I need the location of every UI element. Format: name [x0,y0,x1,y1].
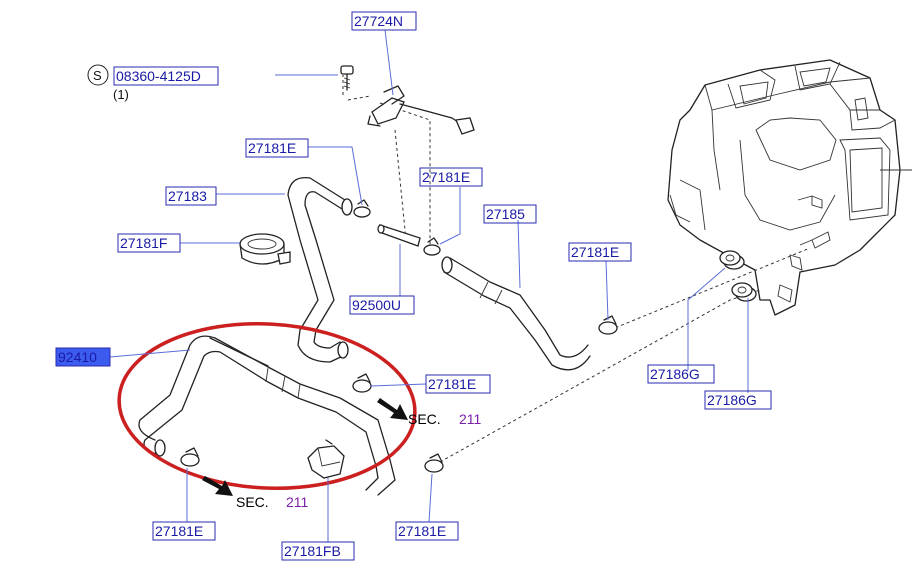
svg-text:27183: 27183 [168,188,207,204]
pipe-92500u-part [377,224,421,247]
sensor-part [367,85,475,135]
clamp-27181e-b-part [423,237,441,256]
label-08360-4125d[interactable]: 08360-4125D [113,66,219,86]
label-27186g-b[interactable]: 27186G [704,390,772,410]
clamp-27181fb-part [307,439,345,479]
svg-text:27724N: 27724N [354,13,403,29]
svg-text:27181E: 27181E [422,169,470,185]
label-27181e-f[interactable]: 27181E [395,521,459,541]
label-27183[interactable]: 27183 [165,186,217,206]
label-27724n[interactable]: 27724N [351,11,417,31]
svg-text:27181E: 27181E [155,523,203,539]
hose-27185-part [441,256,591,371]
svg-text:27186G: 27186G [707,392,757,408]
svg-text:27181E: 27181E [428,376,476,392]
svg-text:211: 211 [459,411,482,427]
clamp-27181f-part [239,233,291,265]
label-27181e-e[interactable]: 27181E [152,521,216,541]
alignment-dashed-lines [342,75,811,463]
clamp-27181e-c-part [598,315,618,335]
label-27181e-c[interactable]: 27181E [568,242,632,262]
bolt-part [340,65,354,91]
clamp-27181e-f-part [424,453,444,473]
quantity-note: (1) [113,87,129,102]
svg-text:SEC.: SEC. [236,494,269,510]
label-92410[interactable]: 92410 [55,347,111,367]
clamp-27181e-a-part [353,199,371,218]
label-27185[interactable]: 27185 [483,204,537,224]
svg-text:27181E: 27181E [248,140,296,156]
svg-text:S: S [93,68,102,83]
grommet-27186g-b-part [731,282,757,302]
clamp-27181e-e-part [180,447,200,467]
clamp-27181e-d-part [352,373,372,393]
svg-text:211: 211 [286,494,309,510]
section-ref-lower[interactable]: SEC. 211 [236,494,309,510]
svg-text:27186G: 27186G [650,366,700,382]
svg-text:SEC.: SEC. [408,411,441,427]
svg-text:27181E: 27181E [571,244,619,260]
svg-text:92500U: 92500U [352,297,401,313]
label-27181e-b[interactable]: 27181E [419,167,483,187]
label-92500u[interactable]: 92500U [349,295,415,315]
section-arrow-upper [377,398,408,420]
section-arrow-lower [202,476,233,496]
label-27181fb[interactable]: 27181FB [281,541,355,561]
hose-92410-part [138,335,396,496]
hose-27183-part [287,176,353,363]
svg-text:08360-4125D: 08360-4125D [116,68,201,84]
grommet-27186g-a-part [719,250,745,270]
label-27186g-a[interactable]: 27186G [647,364,715,384]
svg-text:92410: 92410 [58,349,97,365]
heater-unit-illustration [667,59,912,316]
leader-lines [109,29,749,542]
label-27181e-d[interactable]: 27181E [425,374,491,394]
svg-text:27181E: 27181E [398,523,446,539]
screw-symbol: S [87,64,109,86]
svg-text:27181F: 27181F [120,235,167,251]
svg-text:27185: 27185 [486,206,525,222]
label-27181e-a[interactable]: 27181E [245,138,309,158]
highlight-ellipse [117,321,417,491]
label-27181f[interactable]: 27181F [117,233,181,253]
svg-text:27181FB: 27181FB [284,543,341,559]
section-ref-upper[interactable]: SEC. 211 [408,411,482,427]
